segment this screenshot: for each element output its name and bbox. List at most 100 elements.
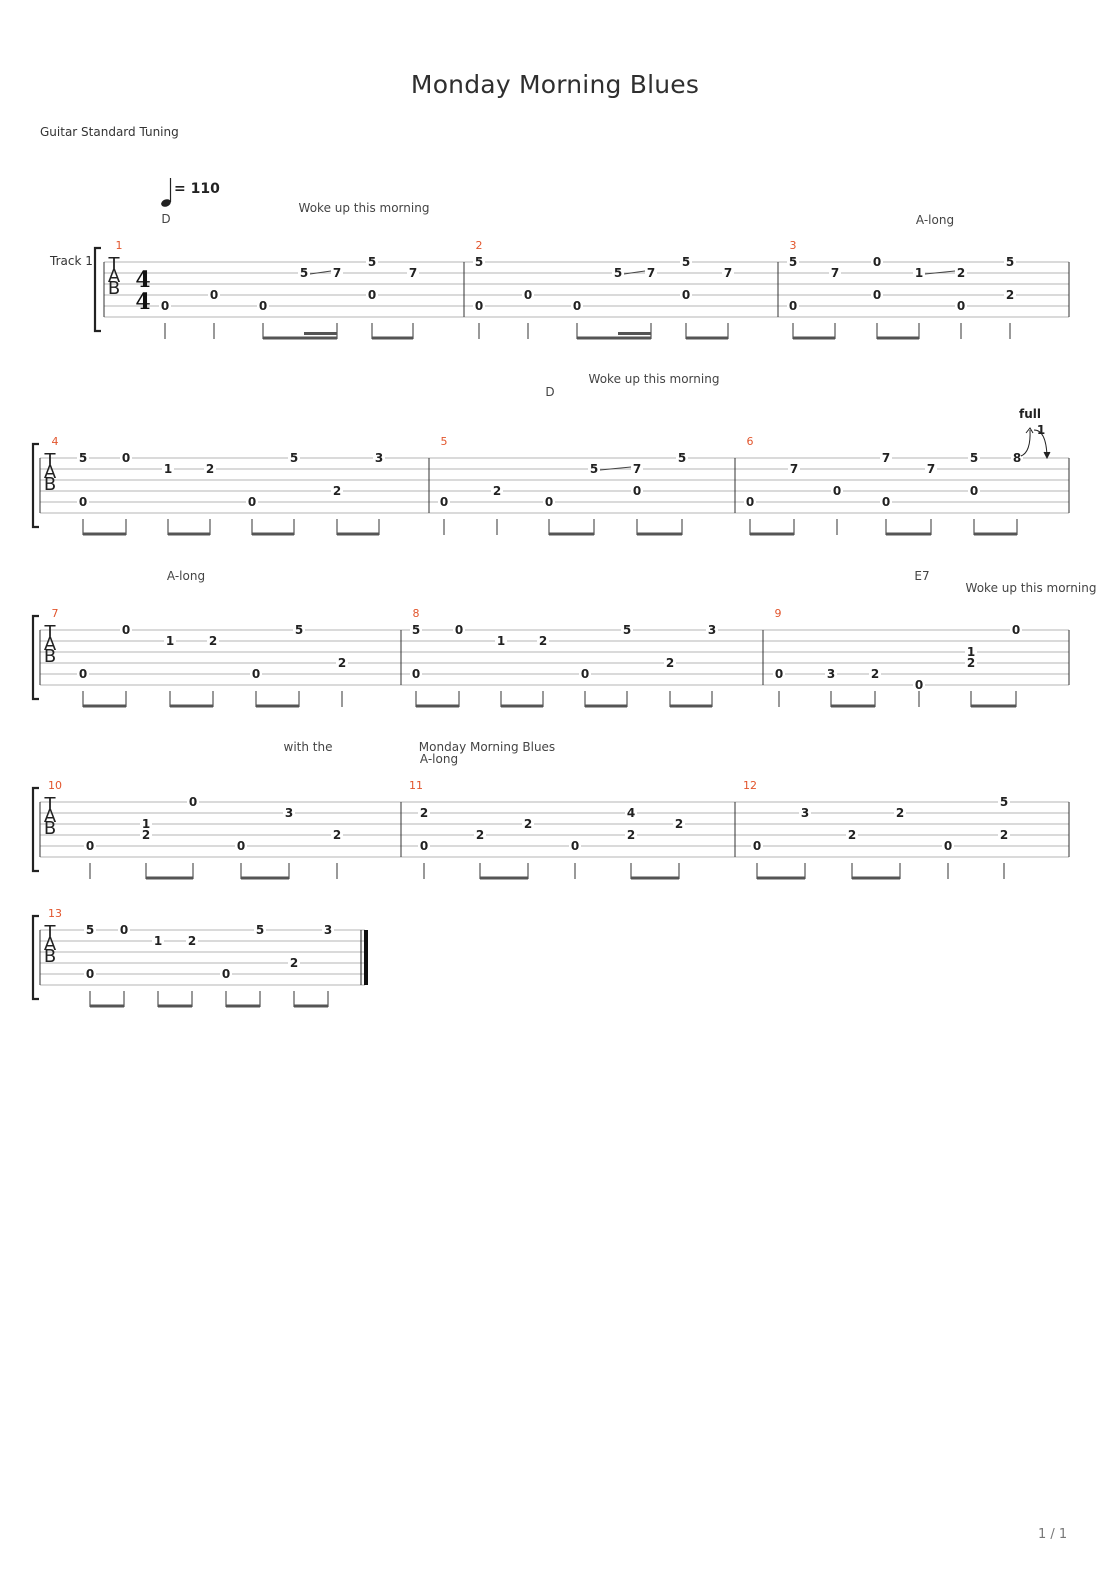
fret-mask [621, 624, 633, 636]
note-beam [631, 876, 679, 880]
fret-number: 0 [122, 623, 130, 637]
fret-number: 0 [873, 288, 881, 302]
note-beam [90, 1004, 124, 1008]
fret-number: 7 [633, 462, 641, 476]
fret-mask [491, 485, 503, 497]
fret-number: 0 [682, 288, 690, 302]
fret-number: 0 [368, 288, 376, 302]
fret-number: 5 [623, 623, 631, 637]
note-beam [304, 332, 337, 335]
fret-mask [187, 796, 199, 808]
tab-clef-letter: A [108, 266, 121, 287]
fret-number: 5 [1006, 255, 1014, 269]
fret-mask [871, 289, 883, 301]
fret-number: 2 [524, 817, 532, 831]
fret-mask [998, 829, 1010, 841]
fret-mask [925, 463, 937, 475]
fret-number: 2 [142, 828, 150, 842]
fret-mask [186, 935, 198, 947]
fret-mask [673, 818, 685, 830]
fret-mask [942, 840, 954, 852]
fret-mask [965, 646, 977, 658]
fret-mask [453, 624, 465, 636]
measure-number: 10 [48, 779, 62, 792]
fret-number: 2 [493, 484, 501, 498]
note-beam [263, 336, 337, 340]
note-beam [83, 704, 126, 708]
tab-clef-letter: T [108, 254, 121, 275]
fret-number: 0 [420, 839, 428, 853]
fret-mask [625, 829, 637, 841]
fret-mask [869, 668, 881, 680]
measure-number: 2 [476, 239, 483, 252]
chord-label: D [161, 212, 170, 226]
fret-mask [569, 840, 581, 852]
measure-number: 6 [747, 435, 754, 448]
fret-number: 5 [678, 451, 686, 465]
fret-number: 3 [375, 451, 383, 465]
tab-clef-letter: T [44, 450, 57, 471]
note-beam [974, 532, 1017, 536]
tuning-label: Guitar Standard Tuning [40, 125, 179, 139]
fret-mask [164, 635, 176, 647]
fret-mask [120, 624, 132, 636]
fret-mask [331, 267, 343, 279]
tab-clef-letter: A [44, 634, 57, 655]
note-beam [256, 704, 299, 708]
bend-amount: 1 [1037, 423, 1045, 437]
fret-number: 2 [675, 817, 683, 831]
fret-number: 0 [775, 667, 783, 681]
release-curve [1033, 429, 1048, 457]
fret-mask [880, 496, 892, 508]
fret-number: 0 [86, 967, 94, 981]
fret-number: 4 [627, 806, 635, 820]
fret-number: 0 [455, 623, 463, 637]
tab-clef-letter: B [44, 474, 56, 495]
system-bracket [93, 246, 101, 333]
fret-mask [965, 657, 977, 669]
lyric-text: with the [284, 740, 333, 754]
slide-line [309, 270, 332, 275]
measure-number: 1 [116, 239, 123, 252]
fret-mask [298, 267, 310, 279]
fret-mask [220, 968, 232, 980]
fret-mask [120, 452, 132, 464]
fret-mask [152, 935, 164, 947]
tempo-text: = 110 [174, 181, 220, 197]
note-beam [170, 704, 213, 708]
fret-mask [410, 624, 422, 636]
fret-mask [612, 267, 624, 279]
fret-mask [473, 300, 485, 312]
fret-number: 0 [545, 495, 553, 509]
note-beam [241, 876, 289, 880]
system-bracket [31, 914, 39, 1001]
system-bracket [31, 786, 39, 873]
fret-mask [645, 267, 657, 279]
chord-label: D [545, 385, 554, 399]
fret-number: 0 [970, 484, 978, 498]
fret-number: 0 [237, 839, 245, 853]
fret-mask [676, 452, 688, 464]
fret-mask [283, 807, 295, 819]
tab-clef-letter: A [44, 806, 57, 827]
note-beam [971, 704, 1016, 708]
fret-number: 5 [590, 462, 598, 476]
fret-mask [418, 840, 430, 852]
fret-mask [788, 463, 800, 475]
fret-number: 2 [1006, 288, 1014, 302]
fret-mask [894, 807, 906, 819]
fret-mask [246, 496, 258, 508]
fret-mask [664, 657, 676, 669]
fret-mask [846, 829, 858, 841]
fret-number: 0 [581, 667, 589, 681]
fret-number: 1 [967, 645, 975, 659]
tab-clef-letter: B [44, 818, 56, 839]
note-beam [618, 332, 651, 335]
fret-mask [159, 300, 171, 312]
fret-mask [579, 668, 591, 680]
note-beam [501, 704, 543, 708]
fret-mask [831, 485, 843, 497]
fret-number: 1 [154, 934, 162, 948]
note-beam [146, 876, 193, 880]
